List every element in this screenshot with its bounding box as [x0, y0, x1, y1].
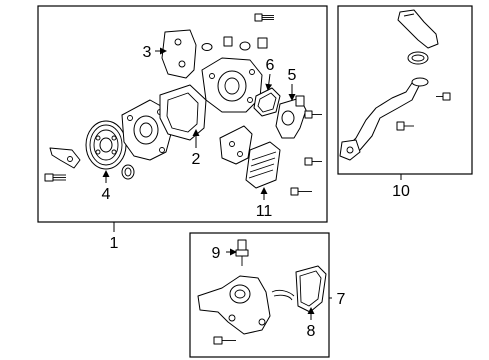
pipe-bolt-left: [396, 121, 414, 131]
callout-8: 8: [307, 323, 316, 340]
hose-fitting: [397, 9, 439, 65]
clip: [271, 289, 295, 301]
callout-6: 6: [266, 57, 275, 74]
thermostat-housing: [197, 275, 271, 335]
pump-housing: [201, 57, 263, 113]
mounting-bracket: [49, 147, 81, 169]
bolt-right-upper: [304, 110, 322, 119]
main-assembly-frame: [37, 5, 328, 223]
callout-4: 4: [102, 186, 111, 203]
water-pump-gasket: [159, 84, 207, 141]
pipe-bolt-right: [436, 92, 451, 101]
callout-10: 10: [392, 183, 410, 200]
water-pipe: [339, 77, 429, 161]
thermostat-gasket: [295, 265, 327, 313]
callout-3: 3: [143, 44, 152, 61]
water-outlet: [275, 95, 307, 139]
seal-ring: [121, 164, 135, 180]
callout-11: 11: [256, 203, 273, 220]
temperature-sensor: [235, 239, 249, 266]
housing-bracket: [161, 29, 197, 79]
bolt-right-mid: [304, 157, 322, 166]
callout-1: 1: [110, 235, 119, 252]
callout-2: 2: [192, 151, 201, 168]
bolt-bottom: [213, 336, 236, 345]
bolt-right-lower: [290, 187, 312, 196]
bolt-left: [44, 173, 66, 182]
pipe-assembly-frame: [337, 5, 473, 175]
bolt-top: [254, 13, 274, 22]
callout-5: 5: [288, 67, 297, 84]
plugs: [201, 36, 268, 51]
oil-cooler-bracket: [219, 125, 253, 165]
thermostat-assembly-frame: [189, 232, 330, 358]
leader-6: [265, 73, 273, 91]
water-pump-pulley: [85, 120, 127, 170]
oil-cooler: [245, 141, 281, 189]
callout-9: 9: [212, 245, 221, 262]
callout-7: 7: [337, 291, 346, 308]
